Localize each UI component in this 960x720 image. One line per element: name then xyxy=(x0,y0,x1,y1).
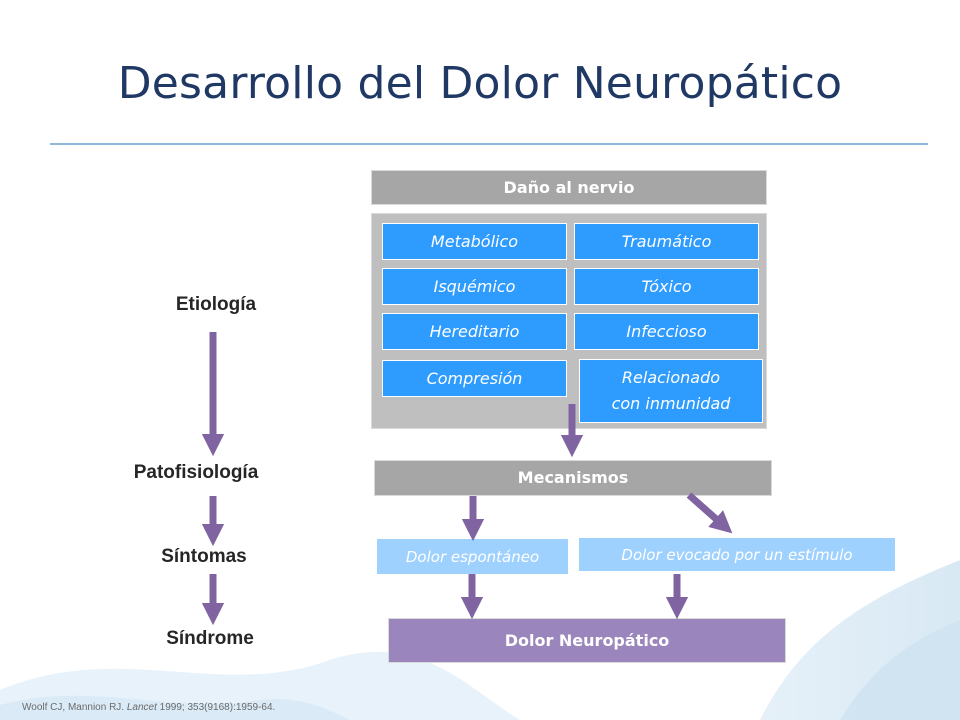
cause-toxico: Tóxico xyxy=(574,268,759,305)
citation-journal: Lancet xyxy=(126,702,157,713)
citation-authors: Woolf CJ, Mannion RJ. xyxy=(22,702,127,713)
mechanisms-box: Mecanismos xyxy=(374,460,772,496)
cause-metabolico: Metabólico xyxy=(382,223,567,260)
title-divider xyxy=(50,143,928,145)
label-patofisiologia: Patofisiología xyxy=(133,462,259,483)
evoked-pain-box: Dolor evocado por un estímulo xyxy=(578,537,896,572)
cause-infeccioso: Infeccioso xyxy=(574,313,759,350)
citation: Woolf CJ, Mannion RJ. Lancet 1999; 353(9… xyxy=(22,702,275,713)
spontaneous-pain-box: Dolor espontáneo xyxy=(376,538,569,575)
cause-hereditario: Hereditario xyxy=(382,313,567,350)
citation-details: 1999; 353(9168):1959-64. xyxy=(156,702,276,713)
label-etiologia: Etiología xyxy=(175,294,257,315)
cause-inmunidad-line1: Relacionado xyxy=(621,368,721,387)
cause-isquemico: Isquémico xyxy=(382,268,567,305)
neuropathic-pain-box: Dolor Neuropático xyxy=(388,618,786,663)
label-sindrome: Síndrome xyxy=(166,628,254,649)
cause-inmunidad-line2: con inmunidad xyxy=(611,394,731,413)
cause-compresion: Compresión xyxy=(382,360,567,397)
label-sintomas: Síntomas xyxy=(161,546,247,567)
cause-inmunidad: Relacionado con inmunidad xyxy=(579,359,763,423)
slide-title: Desarrollo del Dolor Neuropático xyxy=(117,58,843,109)
damage-header: Daño al nervio xyxy=(371,170,767,205)
cause-traumatico: Traumático xyxy=(574,223,759,260)
